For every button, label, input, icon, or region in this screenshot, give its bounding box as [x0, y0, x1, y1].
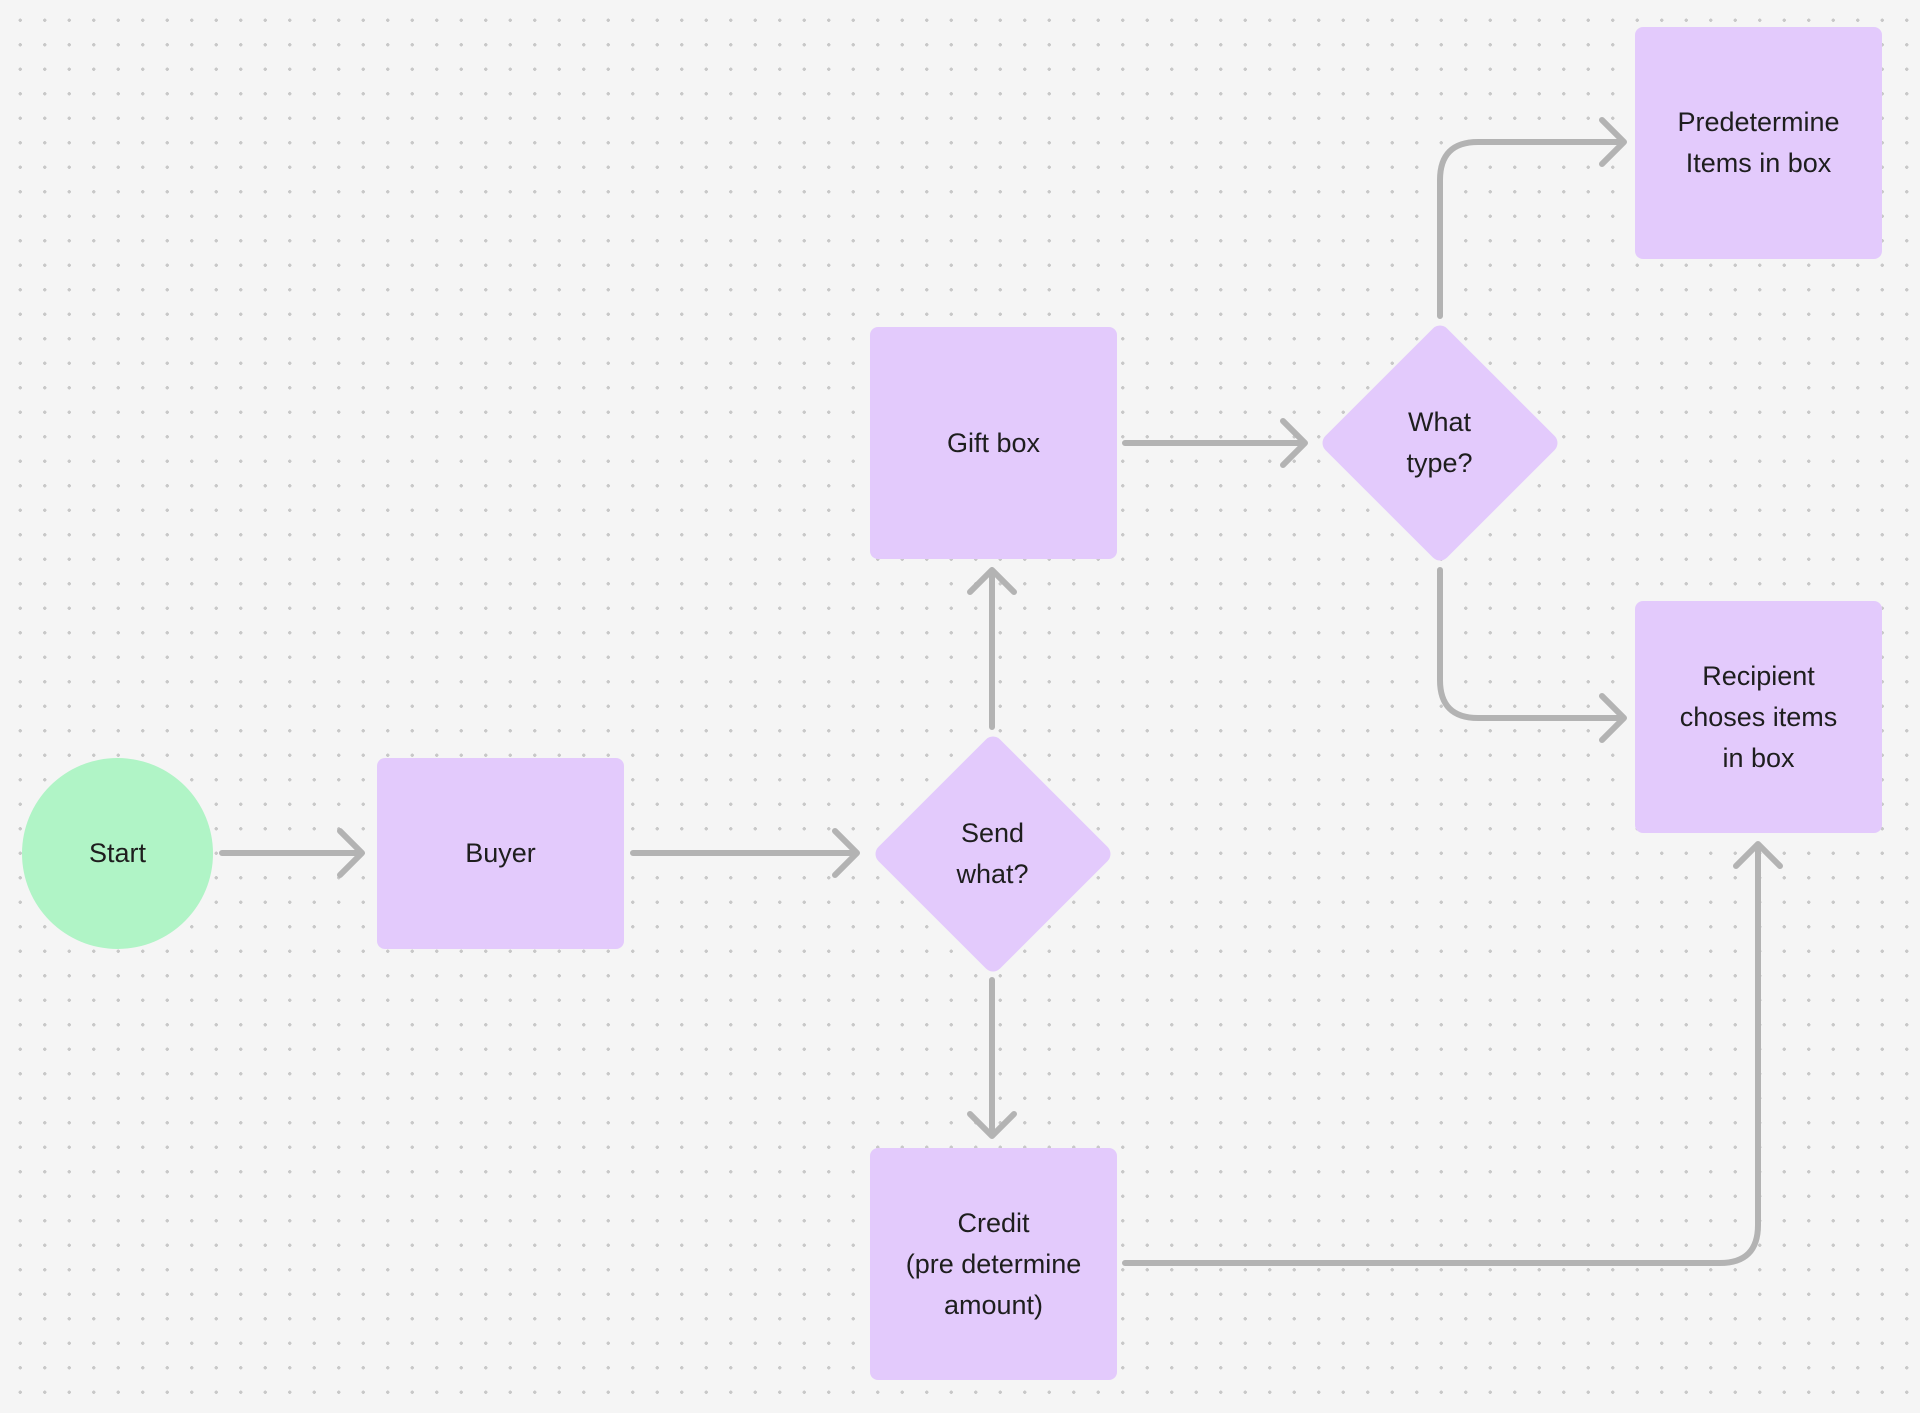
- edge-start-to-buyer[interactable]: [219, 828, 365, 878]
- edge-gift-box-to-what-type[interactable]: [1122, 418, 1308, 468]
- edge-credit-to-recipient[interactable]: [1122, 841, 1783, 1266]
- predetermine-items-label: Predetermine Items in box: [1677, 107, 1840, 178]
- edge-send-what-to-gift-box[interactable]: [967, 567, 1017, 730]
- start-node[interactable]: Start: [22, 758, 213, 949]
- edge-what-type-to-predetermine[interactable]: [1437, 117, 1627, 319]
- predetermine-items-node[interactable]: Predetermine Items in box: [1635, 27, 1882, 259]
- gift-box-node[interactable]: Gift box: [870, 327, 1117, 559]
- credit-node[interactable]: Credit (pre determine amount): [870, 1148, 1117, 1380]
- edge-buyer-to-send-what[interactable]: [630, 828, 860, 878]
- gift-box-label: Gift box: [946, 427, 1041, 458]
- what-type-decision[interactable]: What type?: [1317, 320, 1562, 565]
- recipient-chooses-node[interactable]: Recipient choses items in box: [1635, 601, 1882, 833]
- edge-send-what-to-credit[interactable]: [967, 977, 1017, 1139]
- send-what-decision[interactable]: Send what?: [870, 731, 1115, 976]
- buyer-label: Buyer: [465, 838, 536, 868]
- recipient-chooses-label: Recipient choses items in box: [1679, 660, 1838, 773]
- credit-label: Credit (pre determine amount): [905, 1207, 1082, 1320]
- send-what-label: Send what?: [956, 817, 1029, 889]
- what-type-label: What type?: [1406, 406, 1473, 478]
- buyer-node[interactable]: Buyer: [377, 758, 624, 949]
- edge-what-type-to-recipient[interactable]: [1437, 567, 1627, 743]
- start-label: Start: [88, 838, 147, 868]
